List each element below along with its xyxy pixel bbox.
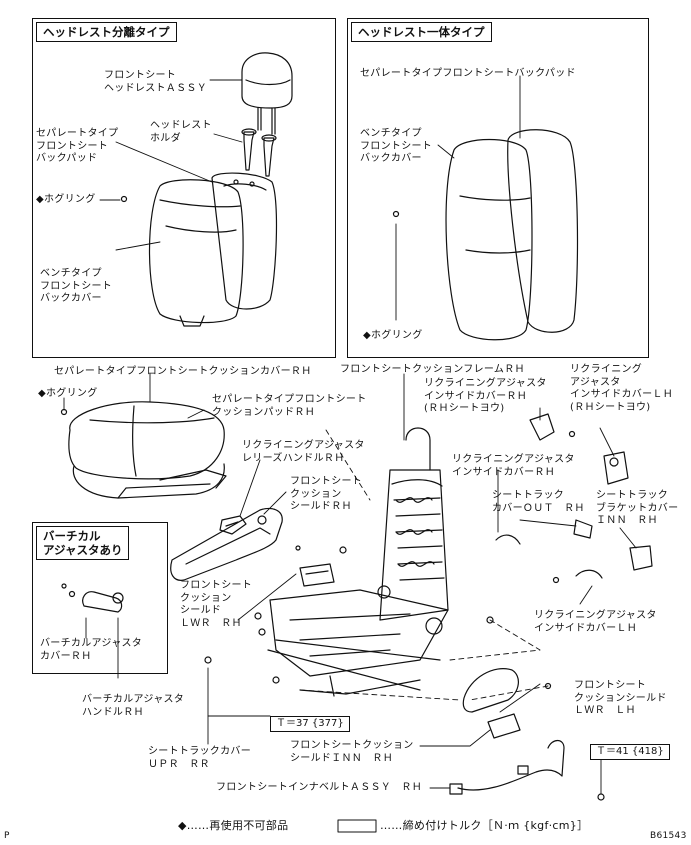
- label-bench-back-cover-left: ベンチタイプ フロントシート バックカバー: [40, 268, 113, 304]
- inner-belt-drawing: [450, 741, 604, 801]
- label-cushion-shield-lwr-rh: フロントシート クッション シールド ＬＷＲ ＲＨ: [180, 580, 253, 629]
- label-hog-ring-2: ◆ホグリング: [363, 330, 423, 341]
- label-hog-ring-3: ◆ホグリング: [38, 388, 98, 399]
- integrated-headrest-frame: [347, 18, 649, 358]
- label-separate-cushion-pad: セパレートタイプフロントシート クッションパッドＲＨ: [212, 394, 367, 418]
- label-hog-ring-1: ◆ホグリング: [36, 194, 96, 205]
- shield-rh-drawing: [171, 509, 282, 581]
- label-cushion-shield-inn: フロントシートクッション シールドＩＮＮ ＲＨ: [290, 740, 414, 764]
- label-recliner-inside-cover-rh-top: リクライニングアジャスタ インサイドカバーＲＨ (ＲＨシートヨウ): [424, 378, 547, 414]
- label-bench-back-cover-right: ベンチタイプ フロントシート バックカバー: [360, 128, 433, 164]
- label-cushion-shield-rh: フロントシート クッション シールドＲＨ: [290, 476, 363, 512]
- label-separate-back-pad-left: セパレートタイプ フロントシート バックパッド: [36, 128, 119, 164]
- label-vertical-adjuster-handle: バーチカルアジャスタ ハンドルＲＨ: [82, 694, 185, 718]
- vertical-adjuster-frame: [32, 522, 168, 674]
- label-recliner-inside-cover-lh-bottom: リクライニングアジャスタ インサイドカバーＬＨ: [534, 610, 657, 634]
- cushion-drawing: [69, 402, 226, 498]
- figure-number: B61543: [650, 831, 687, 841]
- integrated-headrest-title: ヘッドレスト一体タイプ: [351, 22, 492, 42]
- label-inner-belt-assy: フロントシートインナベルトＡＳＳＹ ＲＨ: [216, 782, 422, 793]
- recliner-covers-drawing: [496, 414, 652, 578]
- label-seat-track-cover-upr: シートトラックカバー ＵＰＲ ＲＲ: [148, 746, 251, 770]
- legend-non-reusable: ◆……再使用不可部品: [178, 819, 289, 832]
- label-seat-track-bracket-cover: シートトラック ブラケットカバー ＩＮＮ ＲＨ: [596, 490, 679, 526]
- separate-headrest-title: ヘッドレスト分離タイプ: [36, 22, 177, 42]
- label-cushion-frame-rh: フロントシートクッションフレームＲＨ: [340, 364, 525, 375]
- label-recliner-inside-cover-rh-mid: リクライニングアジャスタ インサイドカバーＲＨ: [452, 454, 575, 478]
- dashed-lines: [300, 430, 548, 700]
- separate-headrest-frame: [32, 18, 336, 358]
- label-separate-cushion-cover: セパレートタイプフロントシートクッションカバーＲＨ: [54, 366, 312, 377]
- shield-lwr-rh-drawing: [300, 564, 334, 586]
- torque-value-1: Ｔ＝37 {377}: [270, 716, 350, 732]
- separate-back-drawing: [150, 173, 277, 326]
- bolts-drawing: [205, 432, 575, 689]
- label-seat-track-cover-out: シートトラック カバーＯＵＴ ＲＨ: [492, 490, 585, 514]
- integrated-back-drawing: [446, 130, 577, 340]
- torque-value-2: Ｔ＝41 {418}: [590, 744, 670, 760]
- label-cushion-shield-lwr-lh: フロントシート クッションシールド ＬＷＲ ＬＨ: [574, 680, 667, 716]
- seat-frame-drawing: [268, 428, 448, 696]
- legend-torque: ……締め付けトルク［Ｎ·ｍ {kgf·cm}］: [380, 819, 589, 832]
- label-front-seat-headrest-assy: フロントシート ヘッドレストＡＳＳＹ: [104, 70, 207, 94]
- label-separate-back-pad-right: セパレートタイプフロントシートバックパッド: [360, 68, 576, 79]
- corner-left-mark: P: [4, 831, 10, 841]
- vertical-adjuster-drawing: [62, 584, 123, 612]
- leader-lines: [64, 76, 636, 794]
- vertical-adjuster-title: バーチカル アジャスタあり: [36, 526, 130, 560]
- label-recliner-inside-cover-lh-top: リクライニング アジャスタ インサイドカバーＬＨ (ＲＨシートヨウ): [570, 364, 673, 413]
- headrest-drawing: [242, 53, 292, 134]
- label-headrest-holder: ヘッドレスト ホルダ: [150, 120, 212, 144]
- headrest-holder-drawing: [242, 129, 276, 176]
- shield-lwr-lh-drawing: [463, 669, 520, 738]
- label-vertical-adjuster-cover: バーチカルアジャスタ カバーＲＨ: [40, 638, 143, 662]
- release-handle-drawing: [220, 516, 246, 534]
- label-recliner-release-handle: リクライニングアジャスタ レリーズハンドルＲＨ: [242, 440, 365, 464]
